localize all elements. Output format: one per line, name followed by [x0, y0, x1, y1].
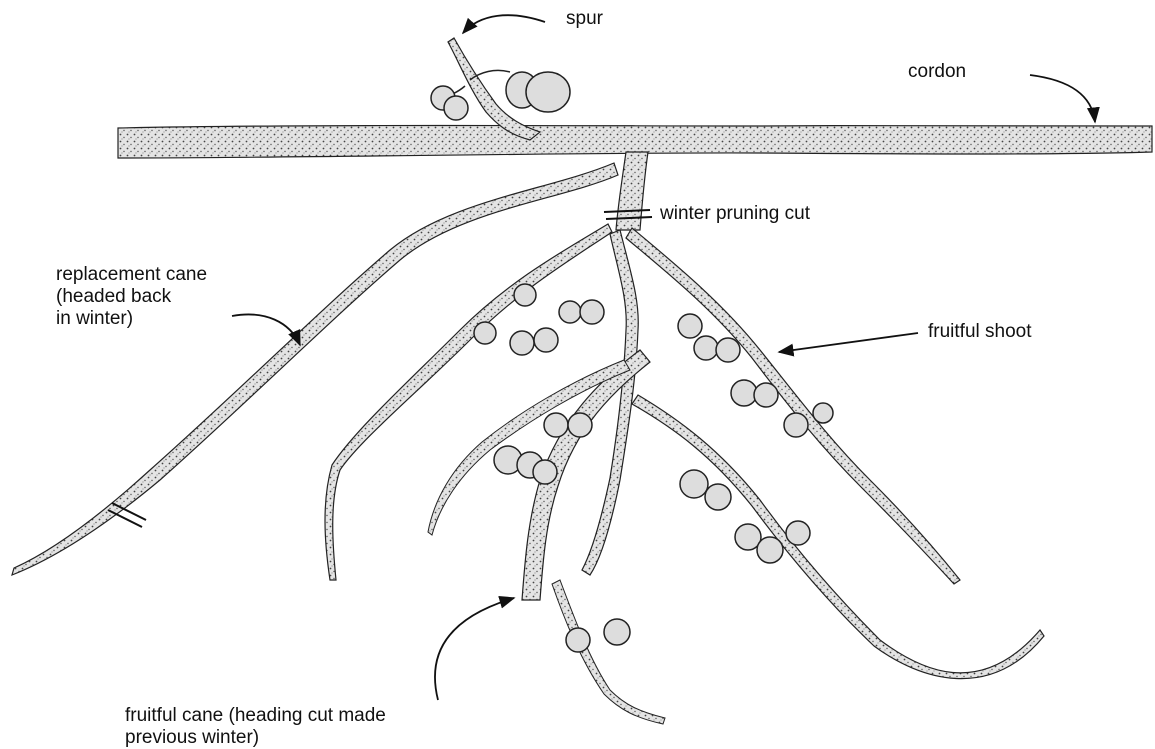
fruitful-shoot-arrow: [779, 333, 918, 352]
fruitful-cane-line-1: fruitful cane (heading cut made: [125, 705, 386, 727]
fruitful-cane-line-2: previous winter): [125, 727, 386, 749]
replacement-cane-line-3: in winter): [56, 308, 207, 330]
replacement-cane: [12, 163, 618, 575]
spur-label: spur: [566, 8, 603, 30]
spur-arrow: [463, 15, 545, 33]
replacement-cane-line-2: (headed back: [56, 286, 207, 308]
replacement-cane-line-1: replacement cane: [56, 264, 207, 286]
fruitful-cane-label: fruitful cane (heading cut made previous…: [125, 705, 386, 749]
fruitful-cane-arrow: [435, 598, 514, 700]
fruitful-shoot-label: fruitful shoot: [928, 321, 1032, 343]
cordon-arrow: [1030, 75, 1095, 122]
right-descending-cane: [632, 395, 1044, 679]
fruitful-cane-tail: [552, 580, 665, 724]
replacement-cane-label: replacement cane (headed back in winter): [56, 264, 207, 330]
winter-pruning-cut-label: winter pruning cut: [660, 203, 810, 225]
cordon-label: cordon: [908, 61, 966, 83]
